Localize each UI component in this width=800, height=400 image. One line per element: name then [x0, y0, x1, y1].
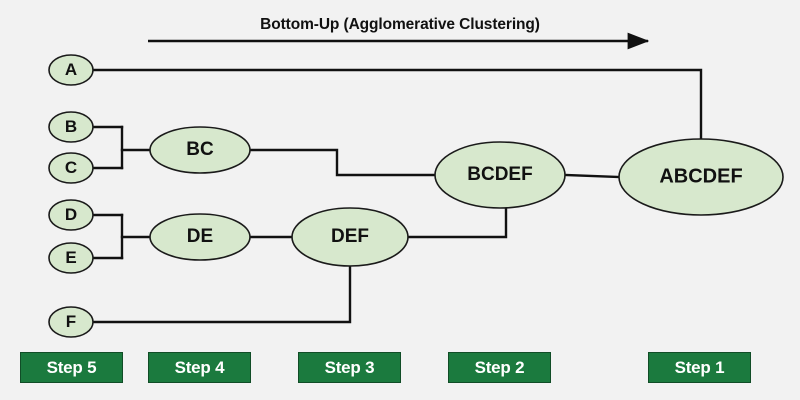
nodes-layer	[48, 54, 784, 338]
link-f-to-def	[91, 264, 352, 324]
step-chip-5[interactable]: Step 5	[20, 352, 123, 383]
links-layer	[91, 68, 703, 324]
leaf-node-e[interactable]	[48, 242, 94, 274]
cluster-node-bcdef[interactable]	[434, 141, 566, 209]
leaf-node-c[interactable]	[48, 152, 94, 184]
leaf-node-f[interactable]	[48, 306, 94, 338]
link-bcdef-to-abcdef	[563, 173, 621, 179]
cluster-node-de[interactable]	[149, 213, 251, 261]
step-chip-4[interactable]: Step 4	[148, 352, 251, 383]
link-a-to-abcdef	[91, 68, 703, 141]
link-bc-to-bcdef	[248, 148, 437, 177]
leaf-node-a[interactable]	[48, 54, 94, 86]
leaf-node-d[interactable]	[48, 199, 94, 231]
step-chip-1[interactable]: Step 1	[648, 352, 751, 383]
leaf-node-b[interactable]	[48, 111, 94, 143]
link-def-to-bcdef	[406, 206, 508, 239]
step-chip-2[interactable]: Step 2	[448, 352, 551, 383]
cluster-node-bc[interactable]	[149, 126, 251, 174]
page-title: Bottom-Up (Agglomerative Clustering)	[260, 16, 540, 33]
step-chip-3[interactable]: Step 3	[298, 352, 401, 383]
cluster-node-abcdef[interactable]	[618, 138, 784, 216]
cluster-node-def[interactable]	[291, 207, 409, 267]
